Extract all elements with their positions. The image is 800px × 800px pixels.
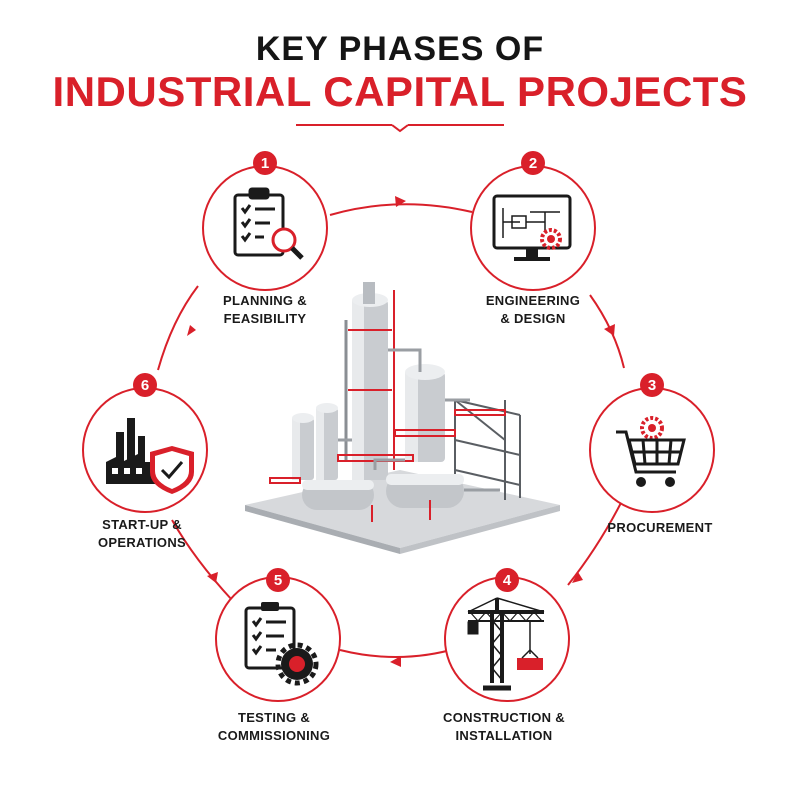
phase-1-number: 1 <box>261 155 269 172</box>
phase-1-label-line-1: PLANNING & <box>223 293 307 308</box>
phase-2-circle <box>470 165 596 291</box>
phase-4-label-line-1: CONSTRUCTION & <box>443 710 565 725</box>
phase-6-label-line-2: OPERATIONS <box>98 535 186 550</box>
phase-5-label: TESTING & COMMISSIONING <box>174 709 374 745</box>
phase-4-label: CONSTRUCTION & INSTALLATION <box>404 709 604 745</box>
phase-3-circle <box>589 387 715 513</box>
phase-2-label-line-2: & DESIGN <box>500 311 566 326</box>
phase-3-number: 3 <box>648 377 656 394</box>
phase-3-label-line-1: PROCUREMENT <box>607 520 713 535</box>
phase-3-badge <box>640 373 664 397</box>
phase-6-label: START-UP & OPERATIONS <box>42 516 242 552</box>
monitor-gear-icon <box>492 194 572 261</box>
phase-5-number: 5 <box>274 572 282 589</box>
phase-6-number: 6 <box>141 377 149 394</box>
industrial-plant-illustration <box>245 282 560 554</box>
clipboard-magnifier-icon <box>233 187 304 260</box>
title-line-2: INDUSTRIAL CAPITAL PROJECTS <box>52 68 748 115</box>
phase-2-label-line-1: ENGINEERING <box>485 293 581 308</box>
tower-crane-icon <box>467 597 545 691</box>
shopping-cart-gear-icon <box>616 416 686 487</box>
phase-2-number: 2 <box>529 155 537 172</box>
phase-1-circle <box>202 165 328 291</box>
phase-5-label-line-1: TESTING & <box>237 710 311 725</box>
phase-4-label-line-2: INSTALLATION <box>455 728 553 743</box>
phase-1-label: PLANNING & FEASIBILITY <box>165 292 365 328</box>
phase-4-circle <box>444 576 570 702</box>
phase-5-label-line-2: COMMISSIONING <box>217 728 331 743</box>
arrow-heads <box>187 196 615 667</box>
phase-1-label-line-2: FEASIBILITY <box>223 311 307 326</box>
number-badges <box>133 151 664 592</box>
phase-3-label: PROCUREMENT <box>560 519 760 537</box>
phase-6-badge <box>133 373 157 397</box>
phase-4-number: 4 <box>503 572 512 589</box>
title-divider <box>296 124 504 133</box>
phase-2-badge <box>521 151 545 175</box>
phase-4-badge <box>495 568 519 592</box>
checklist-gear-icon <box>244 602 319 686</box>
title-line-1: KEY PHASES OF <box>255 30 545 68</box>
phase-6-label-line-1: START-UP & <box>102 517 182 532</box>
phase-5-circle <box>215 576 341 702</box>
phase-5-badge <box>266 568 290 592</box>
phase-2-label: ENGINEERING & DESIGN <box>433 292 633 328</box>
factory-shield-icon <box>106 418 194 494</box>
phase-1-badge <box>253 151 277 175</box>
